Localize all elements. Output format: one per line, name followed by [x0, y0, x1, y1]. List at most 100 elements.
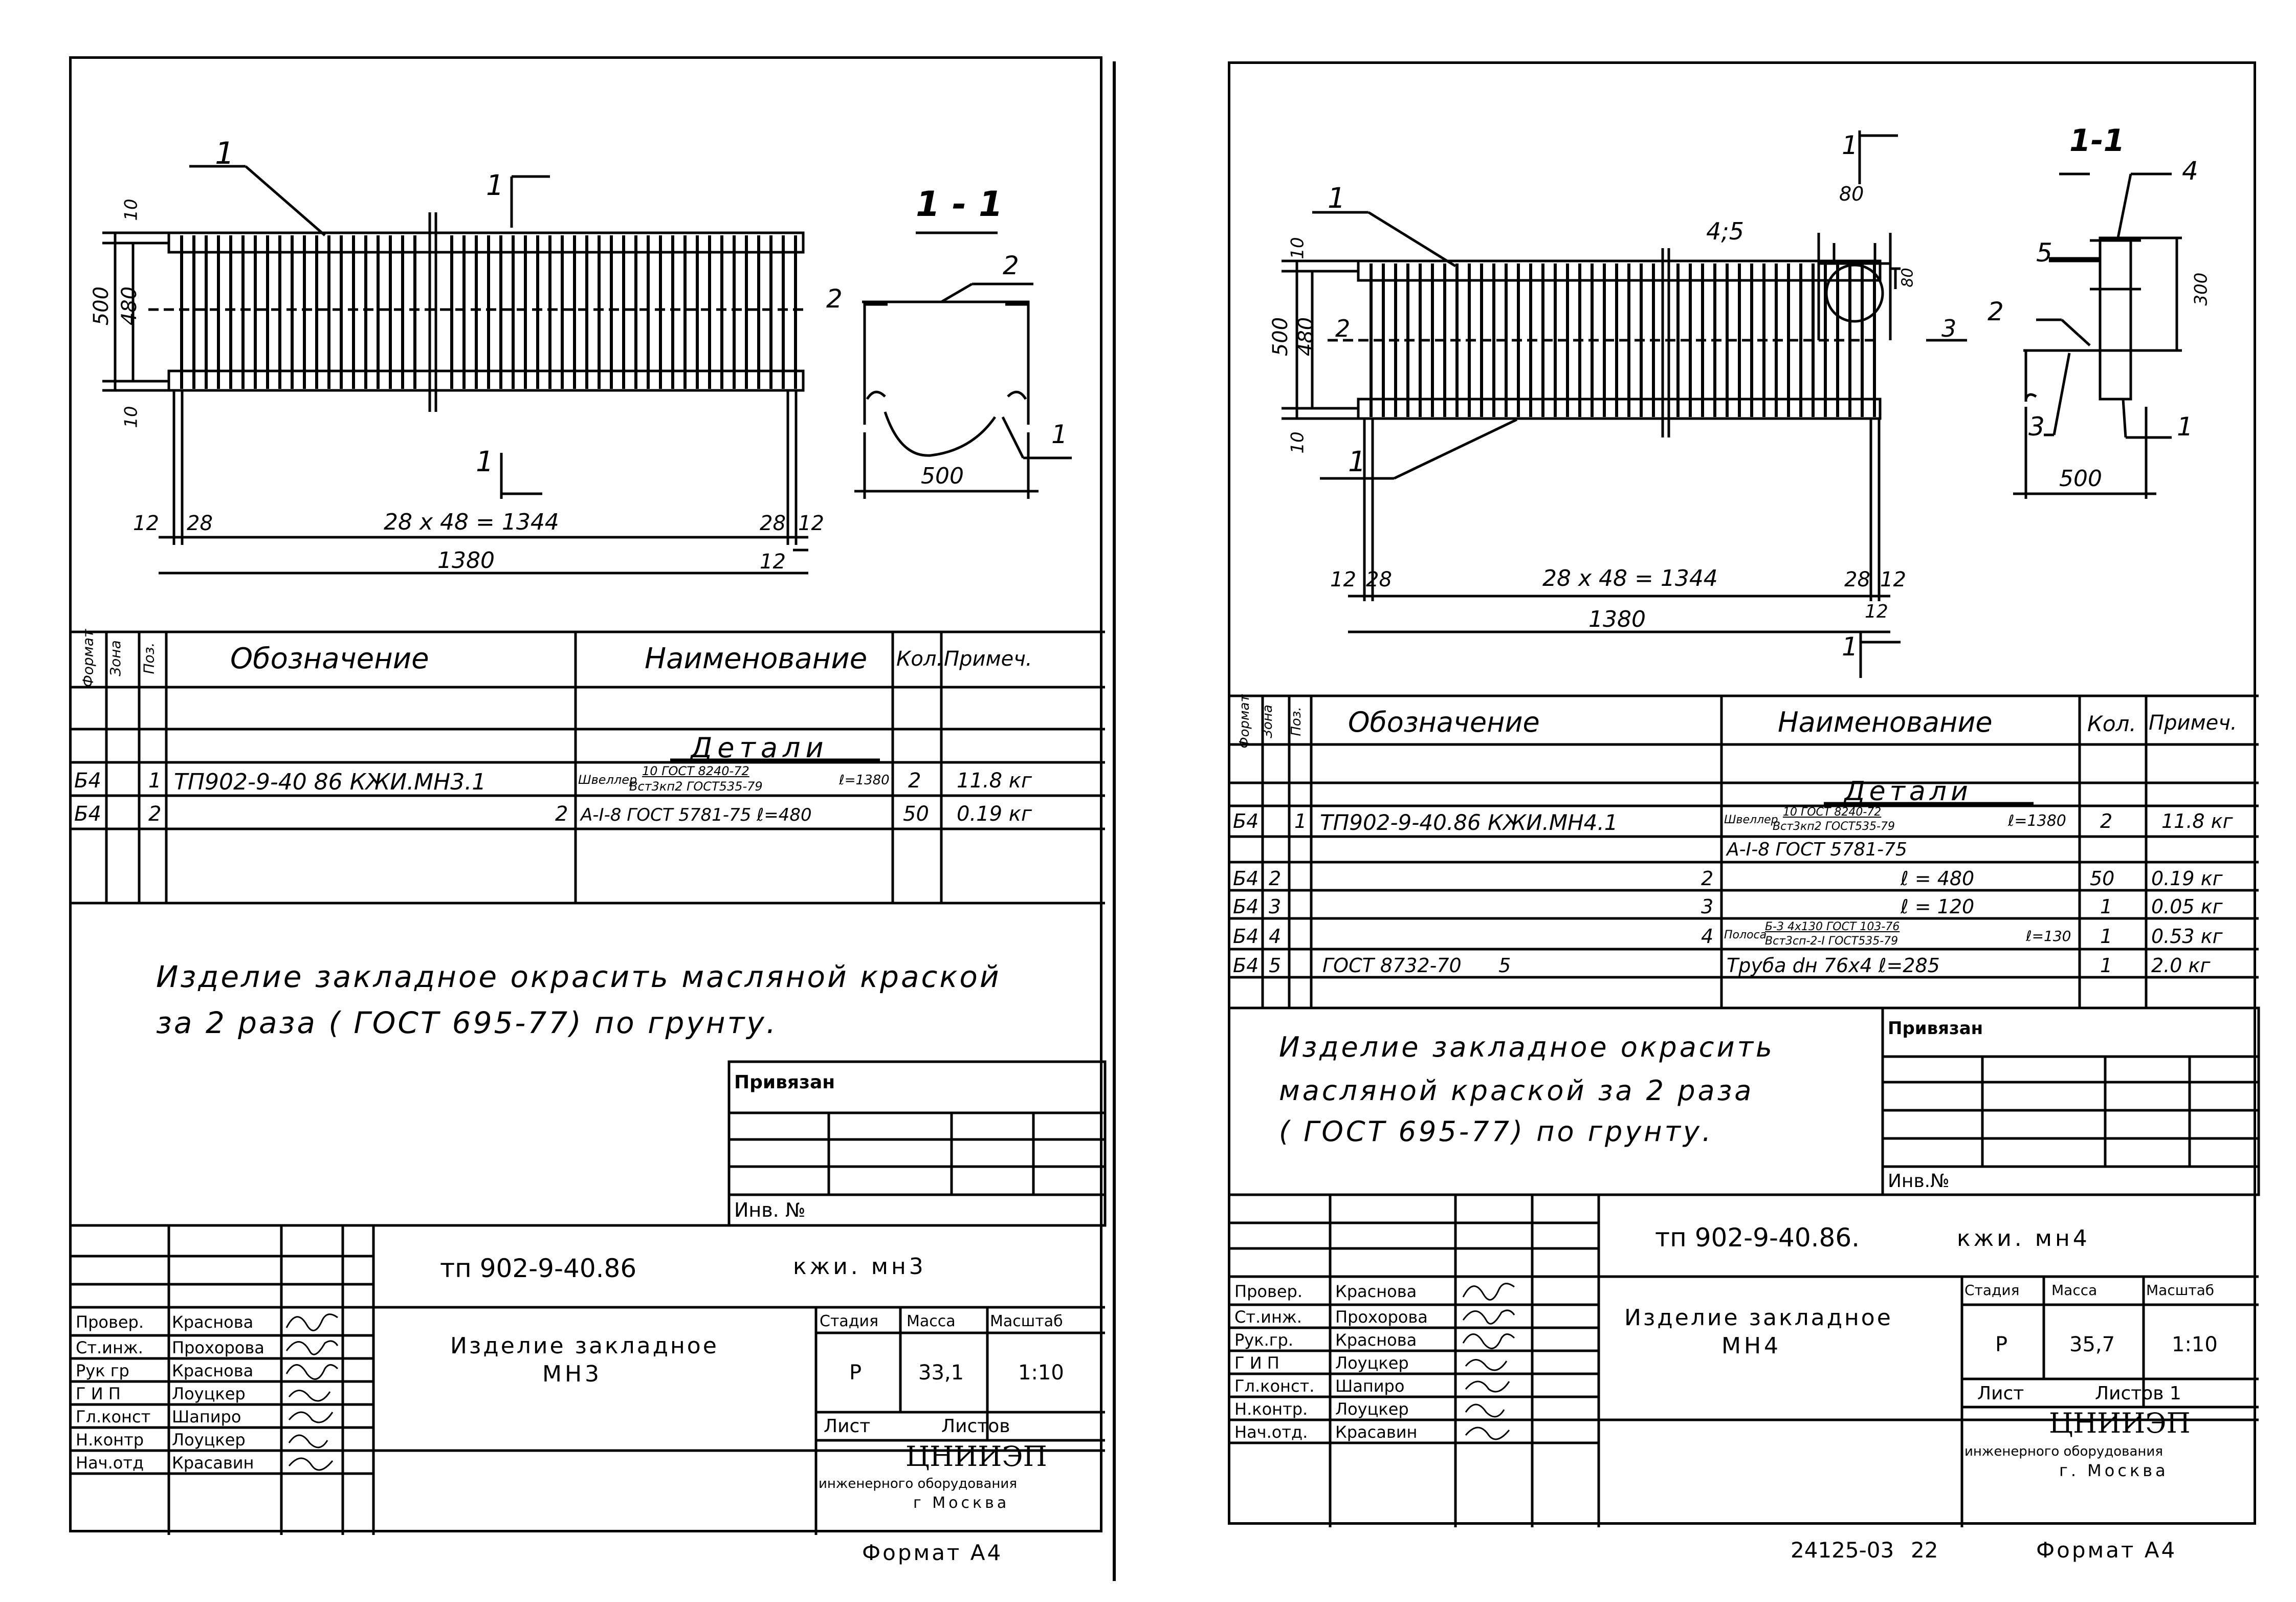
scale-header: Масштаб [2146, 1282, 2215, 1299]
product-name-line-2: МН4 [1721, 1333, 1782, 1359]
row-name-prefix: Швеллер [578, 773, 637, 787]
role-senior-engineer: Ст.инж. [76, 1338, 143, 1357]
row-designation: ГОСТ 8732-70 5 [1322, 954, 1511, 977]
format-label: Формат А4 [2036, 1538, 2177, 1563]
row-name: Труба dн 76х4 ℓ=285 [1727, 954, 1940, 977]
name-group-lead: Краснова [172, 1361, 254, 1380]
sheets-header: Листов 1 [2095, 1383, 2181, 1404]
role-chief-designer: Гл.конст. [1234, 1376, 1315, 1396]
sheet-separator [1113, 61, 1116, 1581]
dim-chain: 28 x 48 = 1344 [384, 509, 559, 535]
pos-3-label: 3 [1941, 315, 1957, 342]
header-designation: Обозначение [230, 642, 429, 675]
paint-note-line-1: Изделие закладное окрасить масляной крас… [156, 959, 1001, 994]
row-note: 0.05 кг [2151, 895, 2223, 918]
row-pos: 2 [1269, 867, 1282, 890]
drawing-sheet-1: 1 2 2 1 1 1 1 - 1 10 500 480 10 12 28 28… [69, 56, 1107, 1535]
header-note: Примеч. [2149, 711, 2237, 735]
row-name-length: ℓ=1380 [839, 773, 890, 788]
archive-stamp-number: 24125-03 [1791, 1538, 1894, 1563]
mass-value: 35,7 [2069, 1333, 2115, 1356]
pos-1-top-label: 1 [1328, 182, 1345, 214]
role-group-lead: Рук.гр. [1234, 1330, 1294, 1350]
dim-12-left: 12 [133, 512, 159, 535]
row-format: Б4 [74, 802, 101, 826]
role-chief-engineer: Г И П [1234, 1353, 1279, 1373]
inventory-number-label: Инв.№ [1888, 1171, 1950, 1192]
name-department-head: Красавин [172, 1453, 254, 1473]
organization-city: г. Москва [2059, 1461, 2169, 1480]
dim-12-lower: 12 [1865, 601, 1888, 622]
row-format: Б4 [1233, 954, 1259, 977]
section-pos-1-label: 1 [2177, 412, 2193, 442]
name-senior-engineer: Прохорова [172, 1338, 264, 1357]
paint-note-line-1: Изделие закладное окрасить [1279, 1031, 1775, 1063]
row-designation: 3 [1701, 895, 1714, 918]
sheets-header: Листов [941, 1416, 1010, 1437]
dim-28-right: 28 [760, 512, 786, 535]
sheet-header: Лист [824, 1416, 871, 1437]
header-name: Наименование [1778, 706, 1993, 738]
section-pos-3-label: 3 [2028, 412, 2045, 442]
row-format: Б4 [74, 769, 101, 793]
header-qty: Кол. [896, 647, 943, 671]
row-name-frac-bottom: Вст3кп2 ГОСТ535-79 [1773, 820, 1895, 833]
name-norm-control: Лоуцкер [172, 1430, 246, 1450]
organization-name: ЦНИИЭП [906, 1440, 1047, 1473]
row-qty: 2 [2100, 810, 2113, 832]
cut-mark-top: 1 [1842, 130, 1858, 160]
section-details: Детали [1844, 776, 1972, 807]
row-note: 2.0 кг [2151, 954, 2211, 977]
header-designation: Обозначение [1348, 706, 1540, 738]
role-chief-designer: Гл.конст [76, 1407, 151, 1427]
row-name: ℓ = 120 [1901, 895, 1975, 918]
dim-12-left: 12 [1330, 568, 1356, 591]
mass-header: Масса [907, 1312, 956, 1330]
role-group-lead: Рук гр [76, 1361, 129, 1380]
dim-28-left: 28 [187, 512, 213, 535]
plan-view-drawing [1282, 130, 2182, 678]
rebar-rods [1370, 264, 1876, 417]
header-qty: Кол. [2087, 711, 2136, 736]
row-name-prefix: Полоса [1724, 929, 1767, 941]
pos-1-label: 1 [215, 136, 235, 171]
row-pos: 1 [1294, 810, 1307, 832]
organization-city: г Москва [913, 1494, 1010, 1512]
mass-header: Масса [2051, 1282, 2098, 1299]
document-mark: кжи. мн4 [1957, 1225, 2090, 1252]
row-name-length: ℓ=130 [2026, 928, 2071, 945]
paint-note-line-2: масляной краской за 2 раза [1279, 1074, 1754, 1107]
scale-value: 1:10 [2172, 1333, 2218, 1356]
role-chief-engineer: Г И П [76, 1384, 121, 1403]
row-pos: 1 [148, 769, 162, 793]
paint-note-line-3: ( ГОСТ 695-77) по грунту. [1279, 1115, 1714, 1148]
row-note: 11.8 кг [957, 769, 1032, 793]
drawing-sheet-2: 1 2 1 4;5 3 1 1 80 80 1-1 4 5 2 3 1 300 … [1228, 61, 2260, 1527]
stage-header: Стадия [1964, 1282, 2020, 1299]
row-qty: 2 [908, 769, 921, 793]
signature-scribbles [285, 1313, 339, 1471]
format-label: Формат А4 [862, 1540, 1003, 1565]
row-name-prefix: Швеллер [1724, 814, 1778, 826]
role-checked: Провер. [1234, 1282, 1302, 1301]
row-pos: 5 [1269, 954, 1282, 977]
document-code: тп 902-9-40.86. [1655, 1223, 1860, 1253]
pos-2-label: 2 [1335, 315, 1351, 342]
document-mark: кжи. мн3 [793, 1254, 926, 1280]
row-qty: 50 [903, 802, 929, 826]
row-name-frac-top: 10 ГОСТ 8240-72 [642, 764, 749, 778]
cut-mark-bottom: 1 [1842, 632, 1858, 662]
row-note: 11.8 кг [2161, 810, 2233, 832]
sheet-header: Лист [1977, 1383, 2024, 1404]
binding-label: Привязан [734, 1072, 835, 1093]
cut-mark-bottom: 1 [476, 445, 494, 478]
row-name: А-I-8 ГОСТ 5781-75 ℓ=480 [581, 805, 812, 825]
role-checked: Провер. [76, 1312, 144, 1332]
dim-section-500: 500 [921, 463, 964, 489]
mass-value: 33,1 [918, 1361, 964, 1385]
product-name-line-2: МН3 [542, 1361, 603, 1387]
dim-28-right: 28 [1844, 568, 1870, 591]
name-senior-engineer: Прохорова [1335, 1307, 1428, 1327]
stage-header: Стадия [820, 1312, 879, 1330]
row-qty: 50 [2090, 867, 2115, 890]
